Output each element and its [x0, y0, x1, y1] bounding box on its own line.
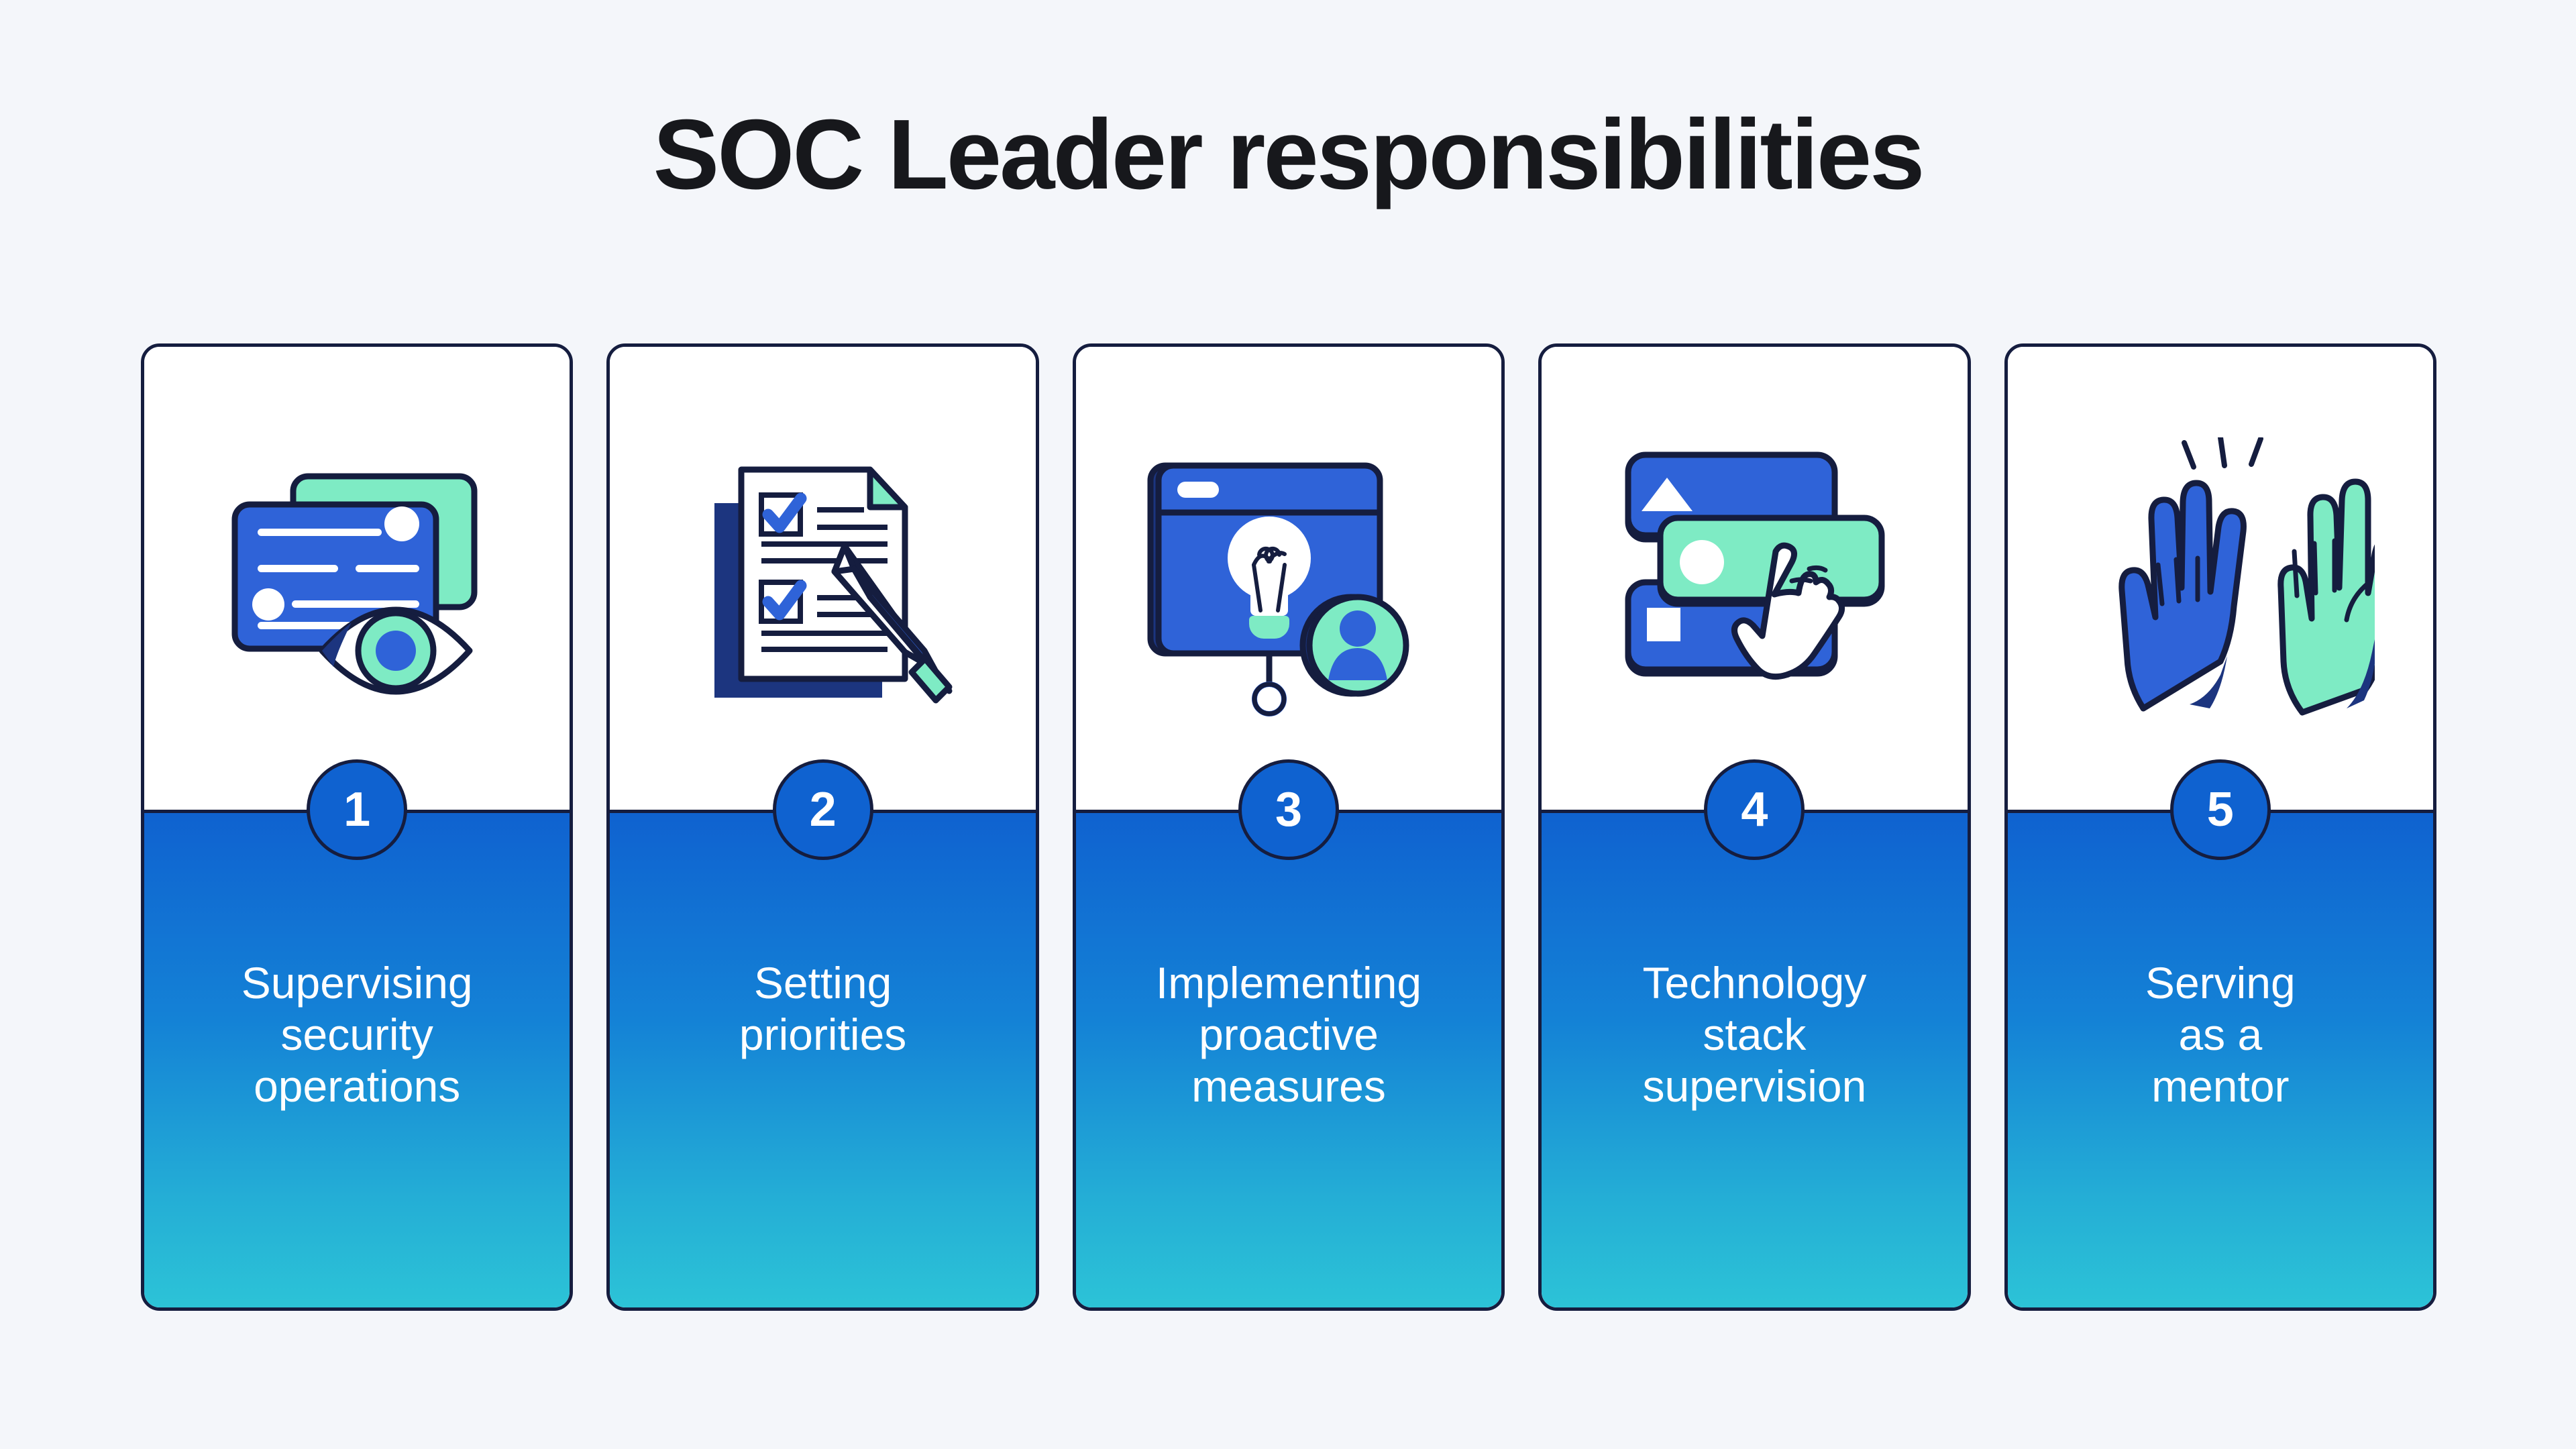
card-5-body: Serving as a mentor — [2007, 810, 2434, 1307]
high-five-hands-icon — [2066, 437, 2375, 719]
lightbulb-window-user-icon — [1134, 437, 1443, 719]
page-title: SOC Leader responsibilities — [653, 99, 1925, 210]
card-5-label: Serving as a mentor — [2145, 958, 2296, 1112]
card-1-body: Supervising security operations — [144, 810, 570, 1307]
responsibility-card-2[interactable]: 2 Setting priorities — [606, 343, 1039, 1311]
monitor-eye-icon — [203, 437, 511, 719]
card-1-illustration-area — [144, 347, 570, 810]
stacked-bars-hand-icon — [1600, 437, 1909, 719]
checklist-pencil-icon — [669, 437, 977, 719]
card-4-body: Technology stack supervision — [1542, 810, 1968, 1307]
responsibility-card-5[interactable]: 5 Serving as a mentor — [2004, 343, 2437, 1311]
card-3-label: Implementing proactive measures — [1155, 958, 1422, 1112]
responsibility-card-3[interactable]: 3 Implementing proactive measures — [1072, 343, 1505, 1311]
card-1-number-badge: 1 — [307, 759, 408, 860]
card-4-illustration-area — [1542, 347, 1968, 810]
card-2-number-badge: 2 — [772, 759, 873, 860]
card-5-illustration-area — [2007, 347, 2434, 810]
responsibility-card-list: 1 Supervising security operations — [141, 343, 2437, 1311]
card-2-label: Setting priorities — [739, 958, 907, 1060]
card-2-body: Setting priorities — [610, 810, 1036, 1307]
responsibility-card-4[interactable]: 4 Technology stack supervision — [1538, 343, 1971, 1311]
responsibility-card-1[interactable]: 1 Supervising security operations — [141, 343, 574, 1311]
card-2-illustration-area — [610, 347, 1036, 810]
card-4-label: Technology stack supervision — [1642, 958, 1867, 1112]
card-3-number-badge: 3 — [1238, 759, 1340, 860]
card-5-number-badge: 5 — [2169, 759, 2271, 860]
card-3-illustration-area — [1075, 347, 1502, 810]
card-4-number-badge: 4 — [1704, 759, 1805, 860]
card-3-body: Implementing proactive measures — [1075, 810, 1502, 1307]
card-1-label: Supervising security operations — [241, 958, 473, 1112]
